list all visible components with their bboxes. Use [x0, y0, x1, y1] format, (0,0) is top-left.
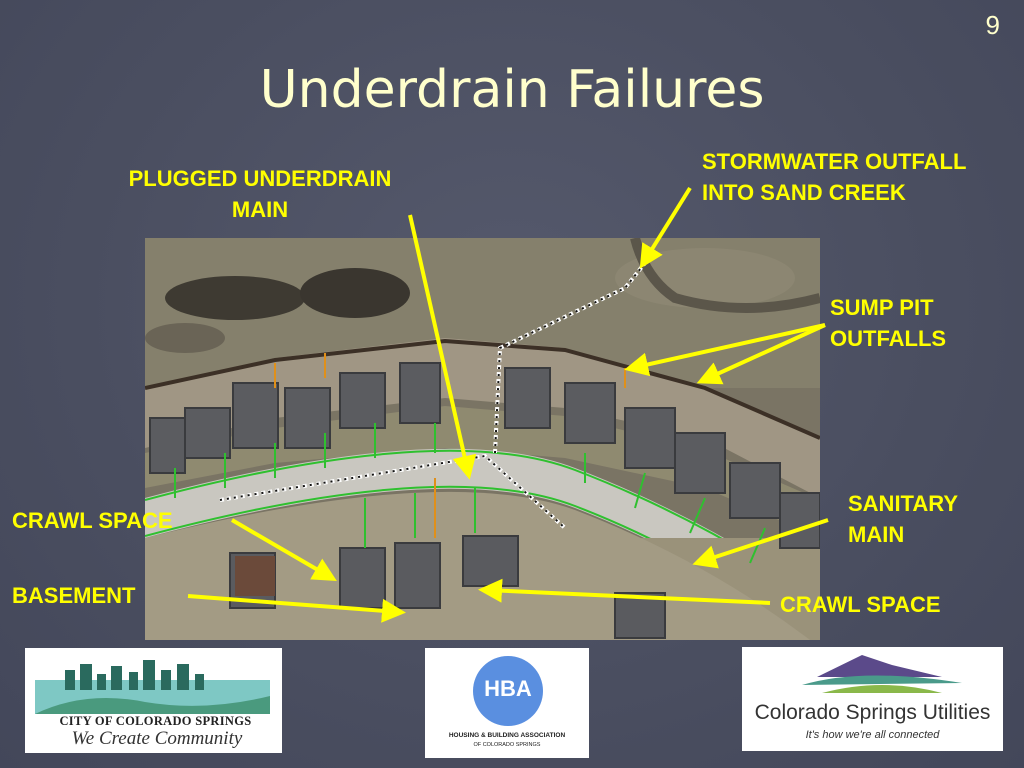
colorado-springs-utilities-logo: Colorado Springs Utilities It's how we'r…: [742, 647, 1003, 751]
callout-crawl-space-right: CRAWL SPACE: [780, 592, 941, 617]
city-of-colorado-springs-logo: CITY OF COLORADO SPRINGS We Create Commu…: [25, 648, 282, 753]
callout-stormwater-outfall: STORMWATER OUTFALL INTO SAND CREEK: [702, 149, 966, 205]
slide-title: Underdrain Failures: [259, 60, 765, 120]
callout-sanitary-main: SANITARY MAIN: [848, 491, 958, 547]
csu-logo-name: Colorado Springs Utilities: [754, 701, 991, 724]
callout-crawl-space-left: CRAWL SPACE: [12, 508, 173, 533]
slide-number: 9: [985, 10, 1000, 40]
callout-sump-pit-outfalls: SUMP PIT OUTFALLS: [830, 295, 947, 351]
hba-logo-line1: HOUSING & BUILDING ASSOCIATION: [448, 732, 566, 739]
callout-basement: BASEMENT: [12, 583, 136, 608]
hba-logo: HBA HOUSING & BUILDING ASSOCIATION OF CO…: [425, 648, 589, 758]
city-logo-name: CITY OF COLORADO SPRINGS: [59, 714, 252, 728]
hba-logo-abbr: HBA: [484, 676, 532, 701]
hba-circle-icon: [473, 656, 543, 726]
hba-logo-line2: OF COLORADO SPRINGS: [473, 742, 541, 748]
city-logo-tagline: We Create Community: [71, 728, 243, 749]
csu-logo-tagline: It's how we're all connected: [805, 729, 940, 741]
mountain-icon: [802, 655, 962, 693]
city-skyline-icon: [35, 660, 270, 714]
aerial-photo: [145, 238, 820, 640]
callout-plugged-underdrain-main: PLUGGED UNDERDRAIN MAIN: [128, 166, 392, 222]
